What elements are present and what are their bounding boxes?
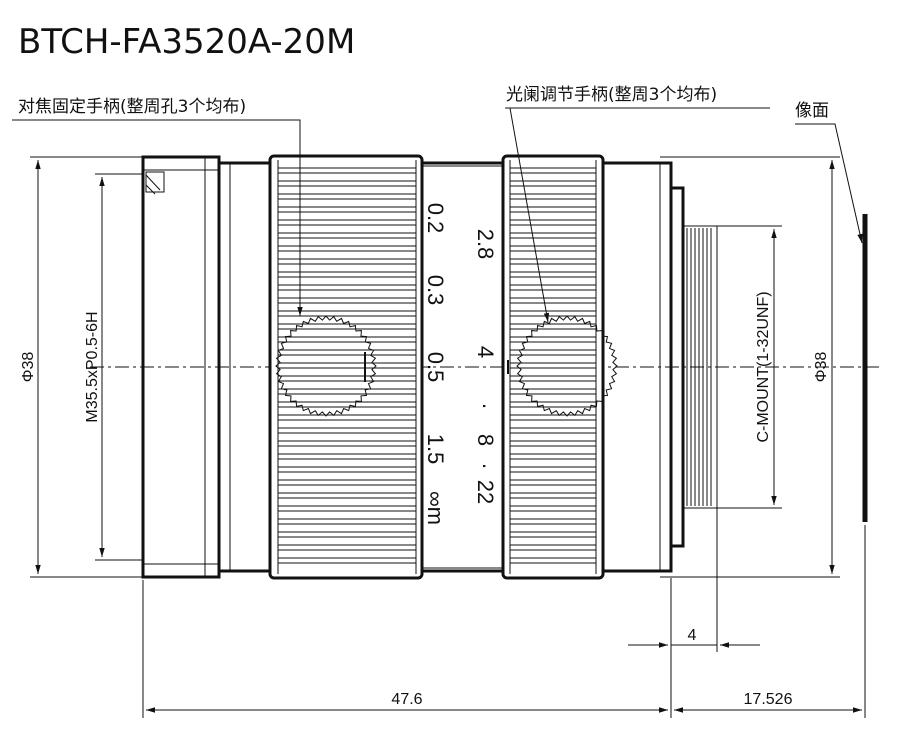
iris-handle-note: 光阑调节手柄(整周3个均布)	[506, 85, 717, 105]
aperture-scale: 2.8 4 · 8 · 22	[473, 229, 498, 505]
focus-handle-note: 对焦固定手柄(整周孔3个均布)	[18, 97, 246, 117]
back-focus-label: 17.526	[744, 691, 793, 708]
drawing-title: BTCH-FA3520A-20M	[18, 22, 355, 62]
focus-ring	[268, 154, 424, 580]
flange-label: 4	[688, 627, 697, 644]
iris-ring	[501, 154, 605, 580]
aperture-scale-label: ·	[473, 402, 498, 409]
aperture-scale-label: 4	[473, 346, 498, 358]
mount-spec-label: C-MOUNT(1-32UNF)	[755, 291, 772, 442]
focus-scale-label: 0.3	[423, 275, 448, 306]
c-mount-thread	[669, 186, 718, 548]
rear-diameter-dimension	[660, 156, 840, 578]
focus-scale-label: 0.5	[423, 352, 448, 383]
scale-band	[422, 165, 503, 569]
iris-adjust-knob-icon	[516, 315, 618, 417]
length-dimension	[142, 525, 866, 718]
focus-scale-label: 1.5	[423, 434, 448, 465]
leader-lines	[12, 107, 863, 323]
flange-dimension	[628, 508, 760, 652]
front-barrel	[141, 155, 221, 579]
aperture-scale-label: 2.8	[473, 229, 498, 260]
focus-scale-label: ∞m	[423, 491, 448, 525]
image-plane-note: 像面	[795, 101, 829, 121]
focus-lock-knob-icon	[275, 315, 377, 417]
length-label: 47.6	[391, 691, 422, 708]
front-diameter-dimension	[30, 156, 143, 578]
focus-scale: 0.2 0.3 0.5 1.5 ∞m	[423, 203, 448, 525]
front-diameter-label: Φ38	[20, 352, 37, 383]
focus-scale-label: 0.2	[423, 203, 448, 234]
thread-spec-label: M35.5xP0.5-6H	[84, 311, 101, 422]
aperture-scale-label: ·	[473, 462, 498, 469]
rear-diameter-label: Φ38	[813, 352, 830, 383]
aperture-scale-label: 8	[473, 434, 498, 446]
aperture-scale-label: 22	[473, 480, 498, 504]
